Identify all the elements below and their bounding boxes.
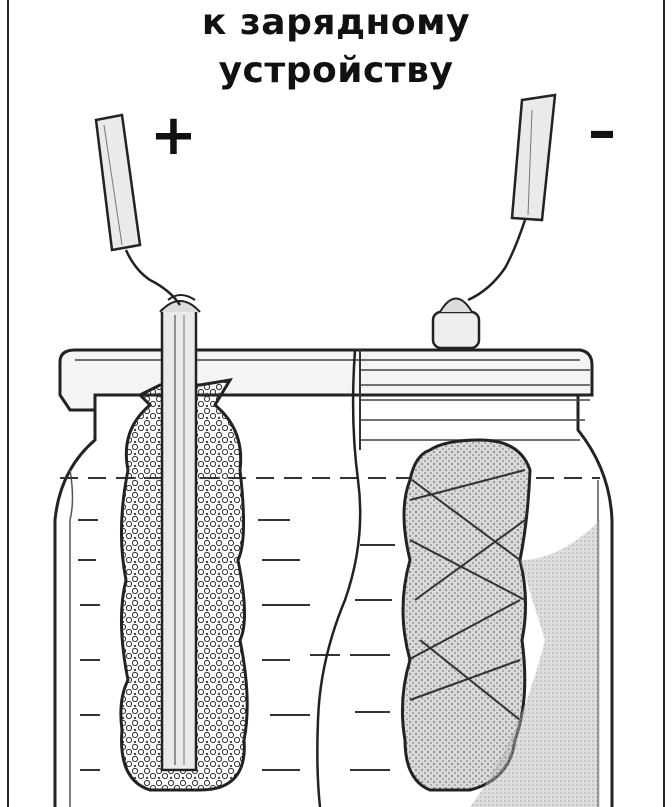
caption-line-2: устройству	[218, 50, 454, 91]
negative-cable	[467, 93, 557, 302]
separator-membrane	[316, 349, 362, 807]
positive-electrode	[119, 300, 249, 792]
positive-cable	[94, 113, 196, 306]
caption-line-1: к зарядному	[201, 2, 471, 43]
negative-terminal-label: –	[588, 99, 616, 164]
negative-electrode	[400, 297, 600, 807]
positive-terminal-label: +	[150, 103, 197, 168]
